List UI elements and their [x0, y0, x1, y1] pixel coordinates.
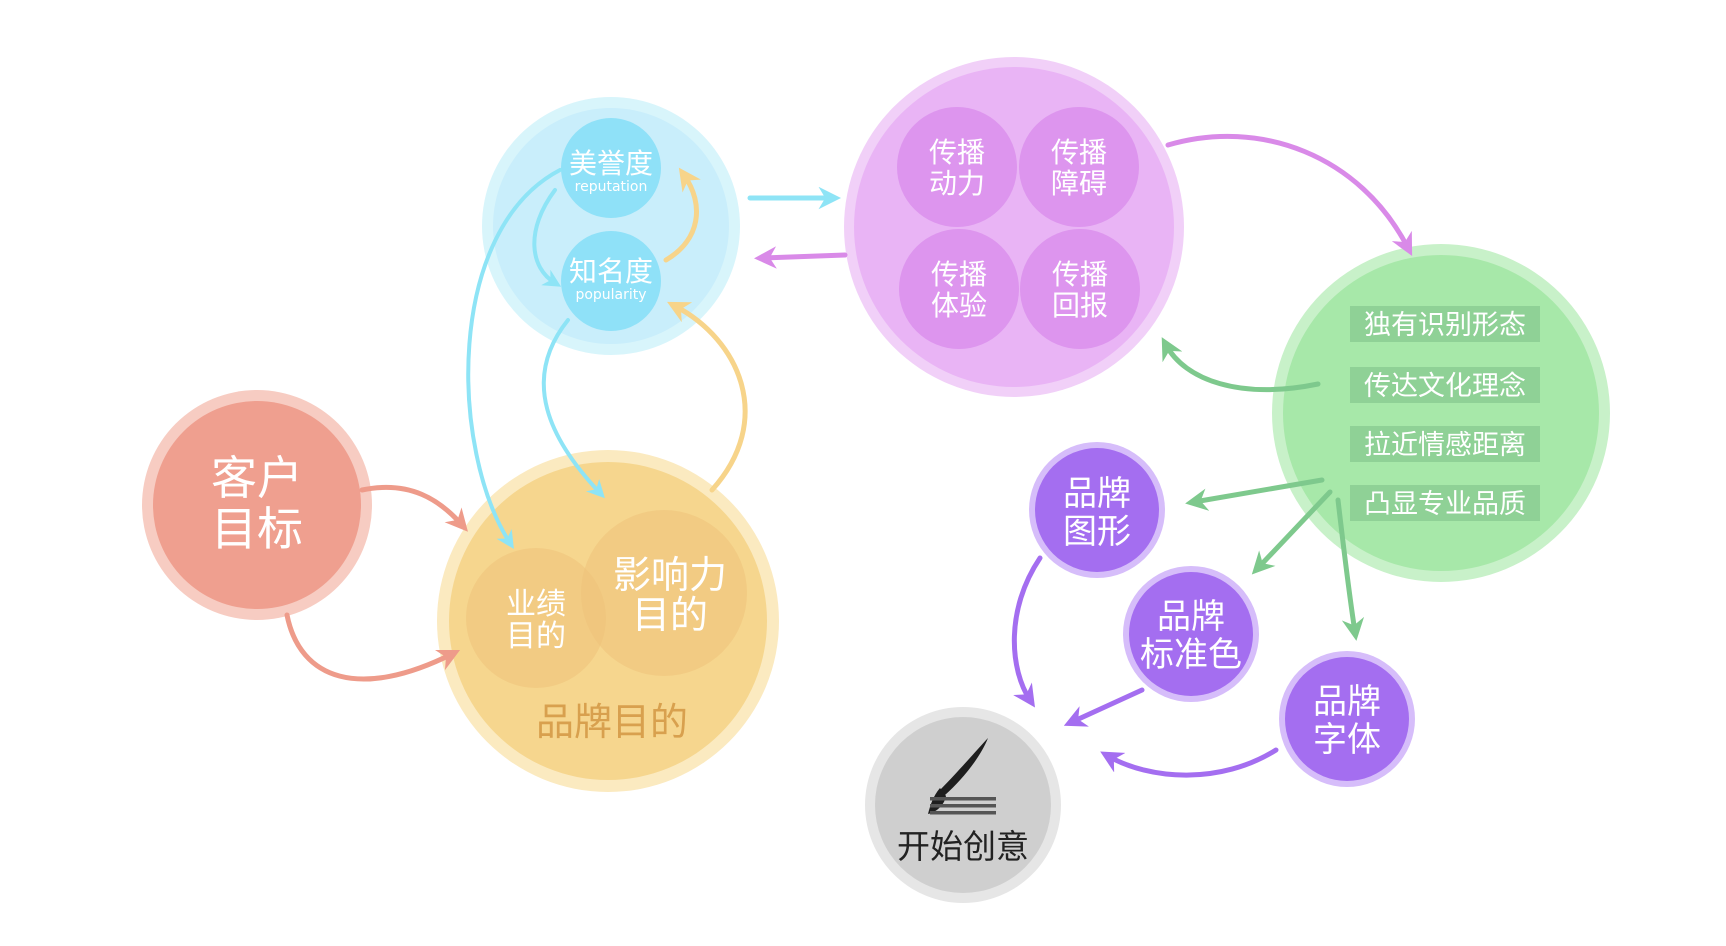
arrow-brand-to-popularity [667, 301, 748, 493]
customer-goal-node: 客户 目标 [142, 390, 372, 620]
identity-item-bg [1350, 485, 1540, 521]
communication-circle [854, 67, 1174, 387]
brand-color-circle [1129, 572, 1253, 696]
influence-line1: 影响力 [613, 553, 727, 597]
popularity-circle [561, 231, 661, 331]
identity-node: 独有识别形态 传达文化理念 拉近情感距离 凸显专业品质 [1272, 244, 1610, 582]
obstacle-line2: 障碍 [1051, 167, 1107, 200]
brand-font-circle [1285, 657, 1409, 781]
brand-font-line1: 品牌 [1313, 682, 1381, 722]
obstacle-circle [1019, 107, 1139, 227]
customer-goal-line2: 目标 [211, 502, 303, 556]
experience-line2: 体验 [931, 289, 987, 322]
arrow-customer-to-brand-lower [284, 612, 461, 682]
brand-font-node: 品牌 字体 [1279, 651, 1415, 787]
arrow-communication-to-awareness [754, 246, 848, 269]
reputation-label: 美誉度 [569, 147, 653, 180]
performance-line2: 目的 [506, 619, 566, 654]
motivation-circle [897, 107, 1017, 227]
identity-item: 凸显专业品质 [1364, 489, 1526, 520]
arrow-customer-to-brand [359, 484, 468, 532]
customer-goal-line1: 客户 [211, 451, 303, 505]
performance-line1: 业绩 [506, 587, 566, 622]
motivation-line1: 传播 [929, 136, 985, 169]
identity-item: 拉近情感距离 [1364, 430, 1526, 461]
identity-item-bg [1350, 367, 1540, 403]
arrow-graphics-to-start [1011, 555, 1043, 708]
arrow-font-to-start [1100, 747, 1279, 778]
identity-item: 独有识别形态 [1364, 310, 1526, 341]
popularity-sub: popularity [575, 287, 646, 303]
brand-graphics-node: 品牌 图形 [1029, 442, 1165, 578]
brand-font-line2: 字体 [1313, 720, 1381, 760]
brand-color-node: 品牌 标准色 [1123, 566, 1259, 702]
brand-color-line2: 标准色 [1140, 635, 1242, 675]
experience-line1: 传播 [931, 258, 987, 291]
awareness-node: 美誉度 reputation 知名度 popularity [482, 97, 740, 355]
identity-item-bg [1350, 426, 1540, 462]
arrow-color-to-start [1063, 687, 1145, 727]
identity-circle [1283, 255, 1599, 571]
reputation-circle [561, 118, 661, 218]
reputation-sub: reputation [575, 179, 648, 195]
return-circle [1020, 229, 1140, 349]
arrow-popularity-to-influence [541, 318, 605, 499]
arrow-identity-to-color [1251, 489, 1333, 575]
arrow-reputation-to-popularity [532, 188, 562, 287]
arrow-identity-to-communication [1161, 337, 1321, 393]
start-creative-label: 开始创意 [897, 827, 1029, 866]
arrow-popularity-to-reputation [663, 167, 701, 263]
return-line1: 传播 [1052, 258, 1108, 291]
experience-circle [899, 229, 1019, 349]
popularity-label: 知名度 [569, 255, 653, 288]
brand-purpose-title: 品牌目的 [536, 700, 688, 744]
performance-purpose-circle [466, 548, 606, 688]
motivation-line2: 动力 [929, 167, 985, 200]
customer-goal-circle [153, 401, 361, 609]
brand-purpose-node: 业绩 目的 影响力 目的 品牌目的 [437, 450, 779, 792]
start-creative-node: 开始创意 [865, 707, 1061, 903]
arrow-communication-to-identity [1165, 133, 1413, 256]
brand-graphics-line2: 图形 [1063, 512, 1131, 552]
arrow-reputation-to-performance [466, 168, 562, 550]
obstacle-line1: 传播 [1051, 136, 1107, 169]
arrow-identity-to-graphics [1185, 477, 1325, 511]
influence-line2: 目的 [632, 593, 708, 637]
identity-item-bg [1350, 306, 1540, 342]
return-line2: 回报 [1052, 289, 1108, 322]
communication-node: 传播 动力 传播 障碍 传播 体验 传播 回报 [844, 57, 1184, 397]
paintbrush-icon [928, 738, 996, 815]
brand-color-line1: 品牌 [1157, 597, 1225, 637]
brand-graphics-circle [1035, 448, 1159, 572]
identity-item: 传达文化理念 [1364, 371, 1526, 402]
influence-purpose-circle [581, 510, 747, 676]
brand-graphics-line1: 品牌 [1063, 474, 1131, 514]
arrow-identity-to-font [1335, 497, 1365, 641]
